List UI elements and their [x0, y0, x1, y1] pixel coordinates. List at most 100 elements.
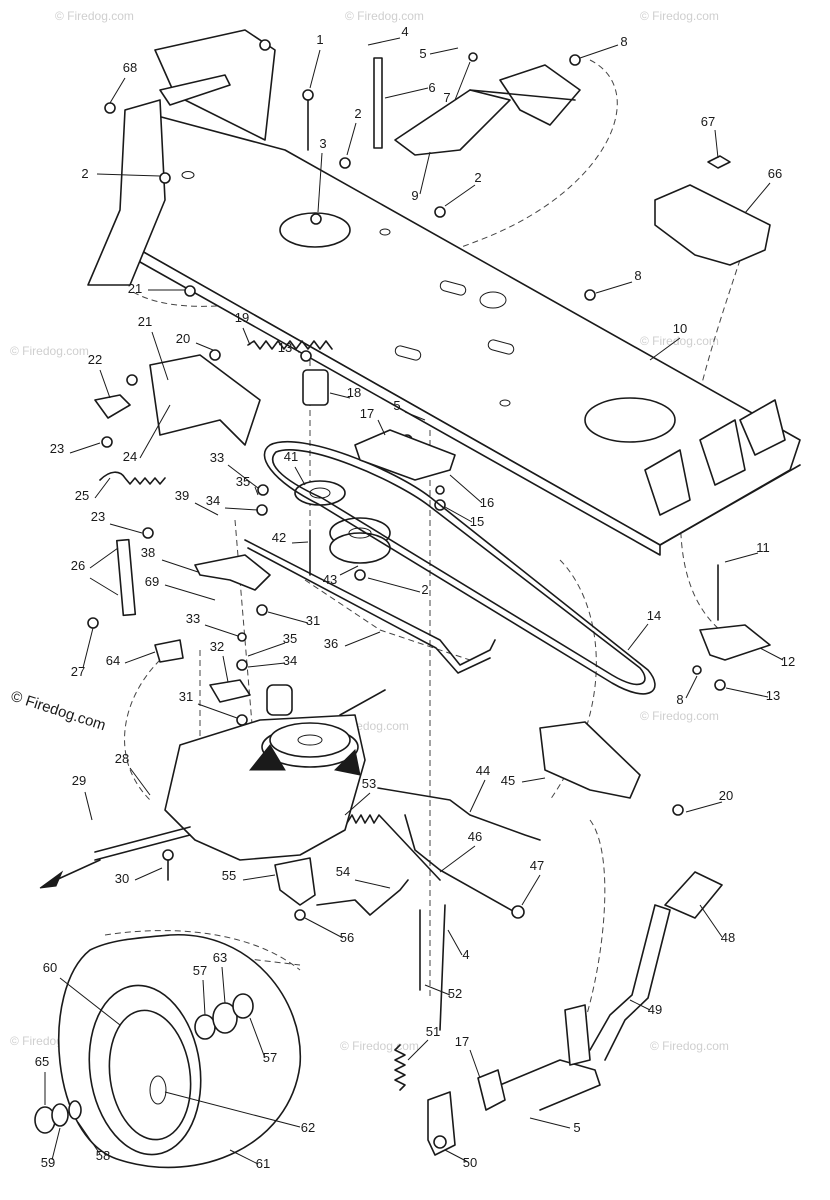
watermark: © Firedog.com — [340, 1039, 419, 1053]
watermark: © Firedog.com — [345, 9, 424, 23]
callout-20: 20 — [176, 331, 190, 346]
callout-52: 52 — [448, 986, 462, 1001]
callout-3: 3 — [319, 136, 326, 151]
callout-8: 8 — [620, 34, 627, 49]
callout-39: 39 — [175, 488, 189, 503]
watermark: © Firedog.com — [10, 344, 89, 358]
callout-61: 61 — [256, 1156, 270, 1171]
callout-15: 15 — [470, 514, 484, 529]
callout-27: 27 — [71, 664, 85, 679]
callout-6: 6 — [428, 80, 435, 95]
callout-2: 2 — [421, 582, 428, 597]
rods — [244, 539, 541, 916]
callout-57: 57 — [193, 963, 207, 978]
callout-36: 36 — [324, 636, 338, 651]
callout-57: 57 — [263, 1050, 277, 1065]
callout-53: 53 — [362, 776, 376, 791]
callout-8: 8 — [634, 268, 641, 283]
callout-64: 64 — [106, 653, 120, 668]
leader-lines — [44, 37, 784, 1165]
callout-41: 41 — [284, 449, 298, 464]
drive-belt — [263, 440, 656, 695]
callout-25: 25 — [75, 488, 89, 503]
callout-65: 65 — [35, 1054, 49, 1069]
callout-50: 50 — [463, 1155, 477, 1170]
callout-31: 31 — [306, 613, 320, 628]
watermark: © Firedog.com — [55, 9, 134, 23]
transaxle — [39, 684, 386, 889]
copyright-label: © Firedog.com — [9, 688, 108, 735]
callout-49: 49 — [648, 1002, 662, 1017]
callout-54: 54 — [336, 864, 350, 879]
brackets — [94, 354, 771, 906]
callout-44: 44 — [476, 763, 490, 778]
rear-wheel — [34, 934, 302, 1169]
callout-23: 23 — [50, 441, 64, 456]
callout-14: 14 — [647, 608, 661, 623]
callout-68: 68 — [123, 60, 137, 75]
callout-55: 55 — [222, 868, 236, 883]
callout-60: 60 — [43, 960, 57, 975]
watermark: © Firedog.com — [640, 334, 719, 348]
callout-18: 18 — [347, 385, 361, 400]
callout-56: 56 — [340, 930, 354, 945]
callout-13: 13 — [278, 340, 292, 355]
callout-1: 1 — [316, 32, 323, 47]
callout-30: 30 — [115, 871, 129, 886]
bracket-9 — [394, 64, 581, 156]
callout-35: 35 — [283, 631, 297, 646]
callout-24: 24 — [123, 449, 137, 464]
callout-33: 33 — [210, 450, 224, 465]
callout-51: 51 — [426, 1024, 440, 1039]
callout-2: 2 — [474, 170, 481, 185]
callout-21: 21 — [138, 314, 152, 329]
lever-assembly — [419, 871, 723, 1156]
callout-2: 2 — [354, 106, 361, 121]
callout-9: 9 — [411, 188, 418, 203]
callout-11: 11 — [756, 540, 770, 555]
callout-45: 45 — [501, 773, 515, 788]
watermark: © Firedog.com — [640, 709, 719, 723]
rod-6 — [373, 57, 383, 149]
callout-22: 22 — [88, 352, 102, 367]
callout-67: 67 — [701, 114, 715, 129]
callout-63: 63 — [213, 950, 227, 965]
cover-66 — [654, 155, 771, 266]
callout-66: 66 — [768, 166, 782, 181]
callout-5: 5 — [393, 398, 400, 413]
callout-10: 10 — [673, 321, 687, 336]
callout-16: 16 — [480, 495, 494, 510]
callout-33: 33 — [186, 611, 200, 626]
callout-13: 13 — [766, 688, 780, 703]
callout-21: 21 — [128, 281, 142, 296]
callout-38: 38 — [141, 545, 155, 560]
callout-43: 43 — [323, 572, 337, 587]
callout-28: 28 — [115, 751, 129, 766]
callout-4: 4 — [401, 24, 408, 39]
callout-2: 2 — [81, 166, 88, 181]
callout-4: 4 — [462, 947, 469, 962]
callout-34: 34 — [283, 653, 297, 668]
callout-12: 12 — [781, 654, 795, 669]
callout-35: 35 — [236, 474, 250, 489]
callout-19: 19 — [235, 310, 249, 325]
callout-47: 47 — [530, 858, 544, 873]
callout-23: 23 — [91, 509, 105, 524]
callout-17: 17 — [360, 406, 374, 421]
watermark: © Firedog.com — [650, 1039, 729, 1053]
callout-5: 5 — [573, 1120, 580, 1135]
callout-32: 32 — [210, 639, 224, 654]
callout-58: 58 — [96, 1148, 110, 1163]
callout-26: 26 — [71, 558, 85, 573]
watermark: © Firedog.com — [640, 9, 719, 23]
callout-42: 42 — [272, 530, 286, 545]
callout-48: 48 — [721, 930, 735, 945]
callout-5: 5 — [419, 46, 426, 61]
callout-69: 69 — [145, 574, 159, 589]
callout-34: 34 — [206, 493, 220, 508]
callout-20: 20 — [719, 788, 733, 803]
callout-17: 17 — [455, 1034, 469, 1049]
callout-46: 46 — [468, 829, 482, 844]
